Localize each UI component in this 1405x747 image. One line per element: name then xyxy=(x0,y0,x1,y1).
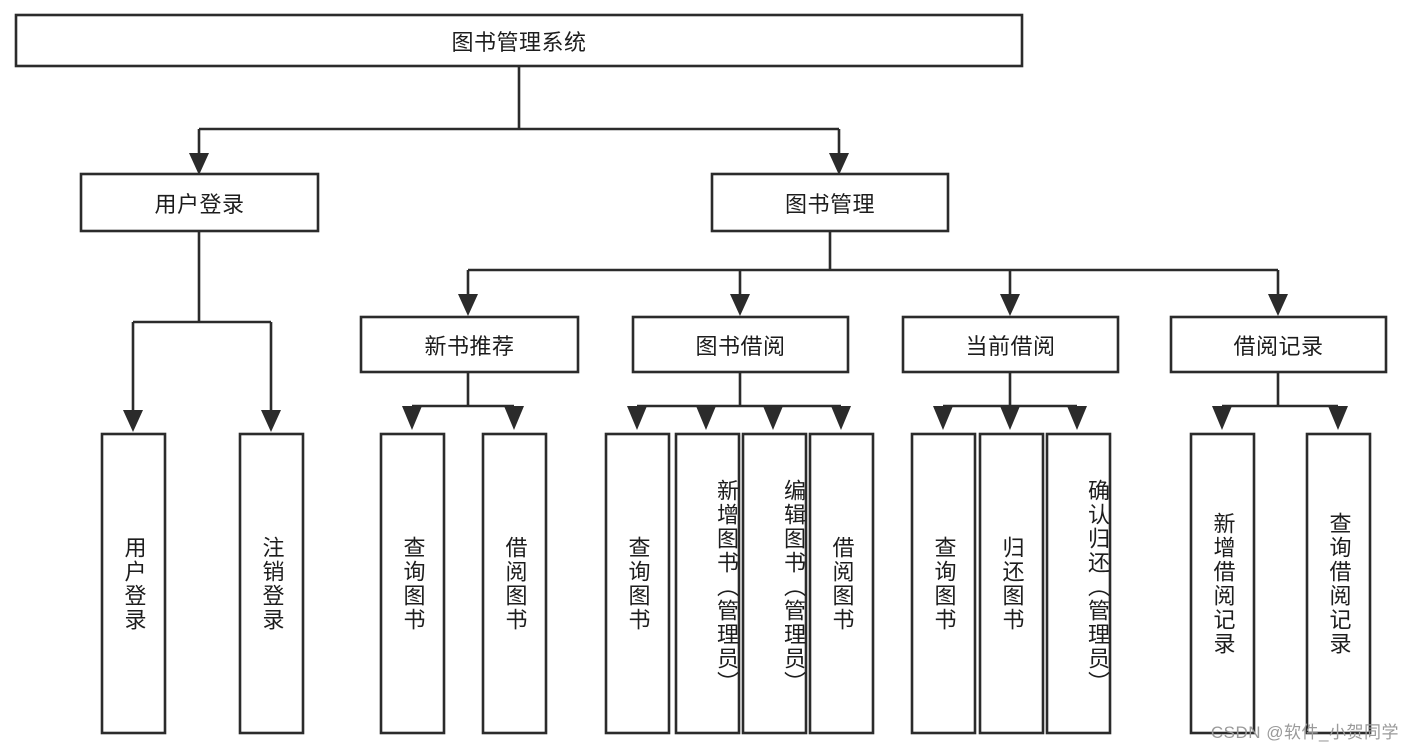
arrow-to-book-borrow xyxy=(730,294,750,316)
arrow-to-leaf-borrow-book-b xyxy=(831,406,851,430)
node-leaf-borrow-book-b-box[interactable] xyxy=(808,432,875,735)
arrow-to-leaf-edit-book xyxy=(763,406,783,430)
arrow-to-leaf-confirm-return xyxy=(1067,406,1087,430)
arrow-to-leaf-query-book-b xyxy=(627,406,647,430)
connector-root-to-level2 xyxy=(197,66,841,155)
node-user-login-box[interactable] xyxy=(79,172,320,233)
arrow-to-leaf-add-book xyxy=(696,406,716,430)
arrow-to-user-login xyxy=(189,153,209,175)
arrow-to-book-management xyxy=(829,153,849,175)
arrow-to-leaf-query-record xyxy=(1328,406,1348,430)
node-leaf-query-book-b-box[interactable] xyxy=(604,432,671,735)
node-leaf-query-book-a-box[interactable] xyxy=(379,432,446,735)
connector-borrow-record-to-leaves xyxy=(1220,372,1340,412)
node-leaf-return-book-box[interactable] xyxy=(978,432,1045,735)
connector-new-book-recommend-to-leaves xyxy=(410,372,516,412)
arrow-to-leaf-return-book xyxy=(1000,406,1020,430)
node-borrow-record-box[interactable] xyxy=(1169,315,1388,374)
arrow-to-leaf-query-book-a xyxy=(402,406,422,430)
arrow-to-new-book-recommend xyxy=(458,294,478,316)
node-root-box[interactable] xyxy=(14,13,1024,68)
connector-book-borrow-to-leaves xyxy=(635,372,843,412)
node-book-management-box[interactable] xyxy=(710,172,950,233)
node-leaf-borrow-book-a-box[interactable] xyxy=(481,432,548,735)
node-book-borrow-box[interactable] xyxy=(631,315,850,374)
arrow-to-leaf-query-book-c xyxy=(933,406,953,430)
connector-user-login-to-leaves xyxy=(131,231,273,412)
node-leaf-confirm-return-box[interactable] xyxy=(1045,432,1112,735)
node-leaf-query-record-box[interactable] xyxy=(1305,432,1372,735)
node-leaf-edit-book-box[interactable] xyxy=(741,432,808,735)
node-leaf-logout-box[interactable] xyxy=(238,432,305,735)
node-leaf-add-book-box[interactable] xyxy=(674,432,741,735)
node-new-book-recommend-box[interactable] xyxy=(359,315,580,374)
node-leaf-query-book-c-box[interactable] xyxy=(910,432,977,735)
node-leaf-add-record-box[interactable] xyxy=(1189,432,1256,735)
arrow-to-leaf-logout xyxy=(261,410,281,432)
arrow-to-leaf-borrow-book-a xyxy=(504,406,524,430)
node-current-borrow-box[interactable] xyxy=(901,315,1120,374)
node-leaf-user-login-box[interactable] xyxy=(100,432,167,735)
arrow-to-leaf-user-login xyxy=(123,410,143,432)
arrow-to-leaf-add-record xyxy=(1212,406,1232,430)
arrow-to-borrow-record xyxy=(1268,294,1288,316)
arrow-to-current-borrow xyxy=(1000,294,1020,316)
connector-book-management-to-level3 xyxy=(466,231,1280,296)
